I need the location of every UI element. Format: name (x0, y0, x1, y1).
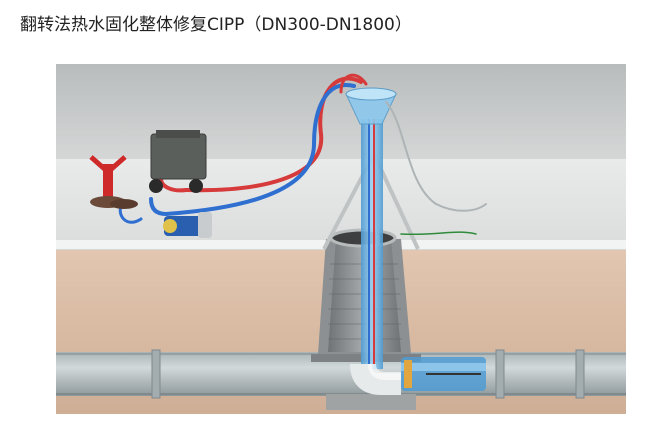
cipp-illustration (56, 64, 626, 414)
inverted-liner (401, 357, 486, 391)
page-title: 翻转法热水固化整体修复CIPP（DN300-DN1800） (20, 10, 412, 35)
ground-surface (56, 159, 626, 242)
cipp-diagram (56, 64, 626, 414)
